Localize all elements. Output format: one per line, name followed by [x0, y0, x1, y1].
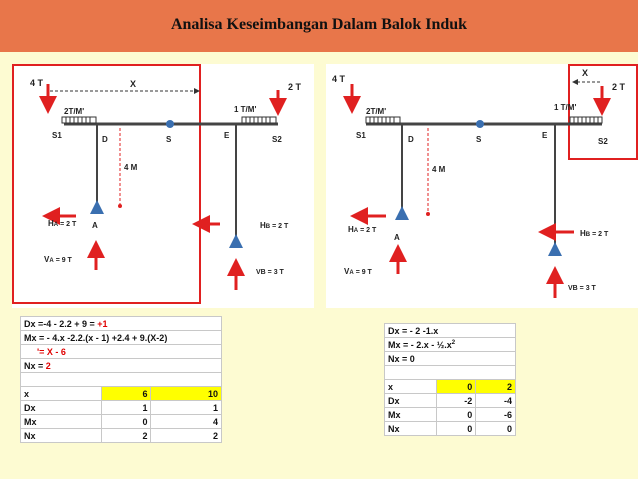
label-va: VA= 9 T	[344, 267, 373, 276]
support-b	[229, 234, 243, 248]
label-a: A	[92, 221, 98, 230]
left-frame-svg: 4 T 2 T X 2T/M' 1 T/M' S1 D S E S2 4 M H…	[12, 64, 302, 304]
nx-formula: Nx = 0	[384, 351, 516, 366]
label-q2: 1 T/M'	[554, 103, 576, 112]
label-d: D	[102, 135, 108, 144]
label-s2: S2	[598, 137, 608, 146]
label-s1: S1	[52, 131, 62, 140]
mx-formula: Mx = - 2.x - ½.x2	[384, 337, 516, 352]
label-s2: S2	[272, 135, 282, 144]
label-4t: 4 T	[30, 78, 44, 88]
support-b	[548, 242, 562, 256]
dx-formula: Dx = - 2 -1.x	[384, 323, 516, 338]
table-row: Mx 0 4	[20, 414, 222, 429]
nx-formula: Nx = 2	[20, 358, 222, 373]
right-calculation-sheet: Dx = - 2 -1.x Mx = - 2.x - ½.x2 Nx = 0 x…	[384, 323, 516, 436]
support-a	[90, 200, 104, 214]
table-row: Dx -2 -4	[384, 393, 516, 408]
table-row: Mx 0 -6	[384, 407, 516, 422]
label-s1: S1	[356, 131, 366, 140]
right-frame-svg: 4 T 2 T X 2T/M' 1 T/M' S1 D S E S2 4 M H…	[332, 64, 638, 298]
dx-formula: Dx =-4 - 2.2 + 9 = +1	[20, 316, 222, 331]
highlight-box	[12, 64, 201, 304]
label-2t: 2 T	[612, 82, 626, 92]
slide-title: Analisa Keseimbangan Dalam Balok Induk	[170, 16, 468, 33]
label-s: S	[476, 135, 482, 144]
hinge-s	[166, 120, 174, 128]
label-q1: 2T/M'	[64, 107, 84, 116]
label-d: D	[408, 135, 414, 144]
label-height: 4 M	[432, 165, 446, 174]
highlight-box	[568, 64, 638, 160]
label-e: E	[542, 131, 548, 140]
left-frame-diagram: 4 T 2 T X 2T/M' 1 T/M' S1 D S E S2 4 M H…	[12, 64, 314, 308]
right-frame-diagram: 4 T 2 T X 2T/M' 1 T/M' S1 D S E S2 4 M H…	[326, 64, 638, 308]
table-row: Dx 1 1	[20, 400, 222, 415]
table-header-row: x 0 2	[384, 379, 516, 394]
label-x: X	[582, 68, 588, 78]
label-e: E	[224, 131, 230, 140]
mx-formula: Mx = - 4.x -2.2.(x - 1) +2.4 + 9.(X-2)	[20, 330, 222, 345]
label-ha: HA= 2 T	[348, 225, 377, 234]
support-a	[395, 206, 409, 220]
left-calculation-sheet: Dx =-4 - 2.2 + 9 = +1 Mx = - 4.x -2.2.(x…	[20, 316, 222, 443]
label-hb: HB= 2 T	[260, 221, 289, 230]
label-q2: 1 T/M'	[234, 105, 256, 114]
distributed-load-right	[241, 116, 277, 124]
title-bar: Analisa Keseimbangan Dalam Balok Induk	[0, 0, 638, 52]
label-x: X	[130, 79, 136, 89]
table-header-row: x 6 10	[20, 386, 222, 401]
distributed-load-left	[61, 116, 97, 124]
hinge-s	[476, 120, 484, 128]
label-4t: 4 T	[332, 74, 346, 84]
label-va: VA= 9 T	[44, 255, 73, 264]
label-ha: HA= 2 T	[48, 219, 77, 228]
label-height: 4 M	[124, 163, 138, 172]
label-vb: VB = 3 T	[568, 285, 597, 292]
label-hb: HB= 2 T	[580, 229, 609, 238]
distributed-load-left	[365, 116, 401, 124]
label-vb: VB = 3 T	[256, 269, 285, 276]
table-row: Nx 2 2	[20, 428, 222, 443]
label-2t: 2 T	[288, 82, 302, 92]
label-q1: 2T/M'	[366, 107, 386, 116]
label-a: A	[394, 233, 400, 242]
label-s: S	[166, 135, 172, 144]
mx-simplified: '= X - 6	[20, 344, 222, 359]
table-row: Nx 0 0	[384, 421, 516, 436]
